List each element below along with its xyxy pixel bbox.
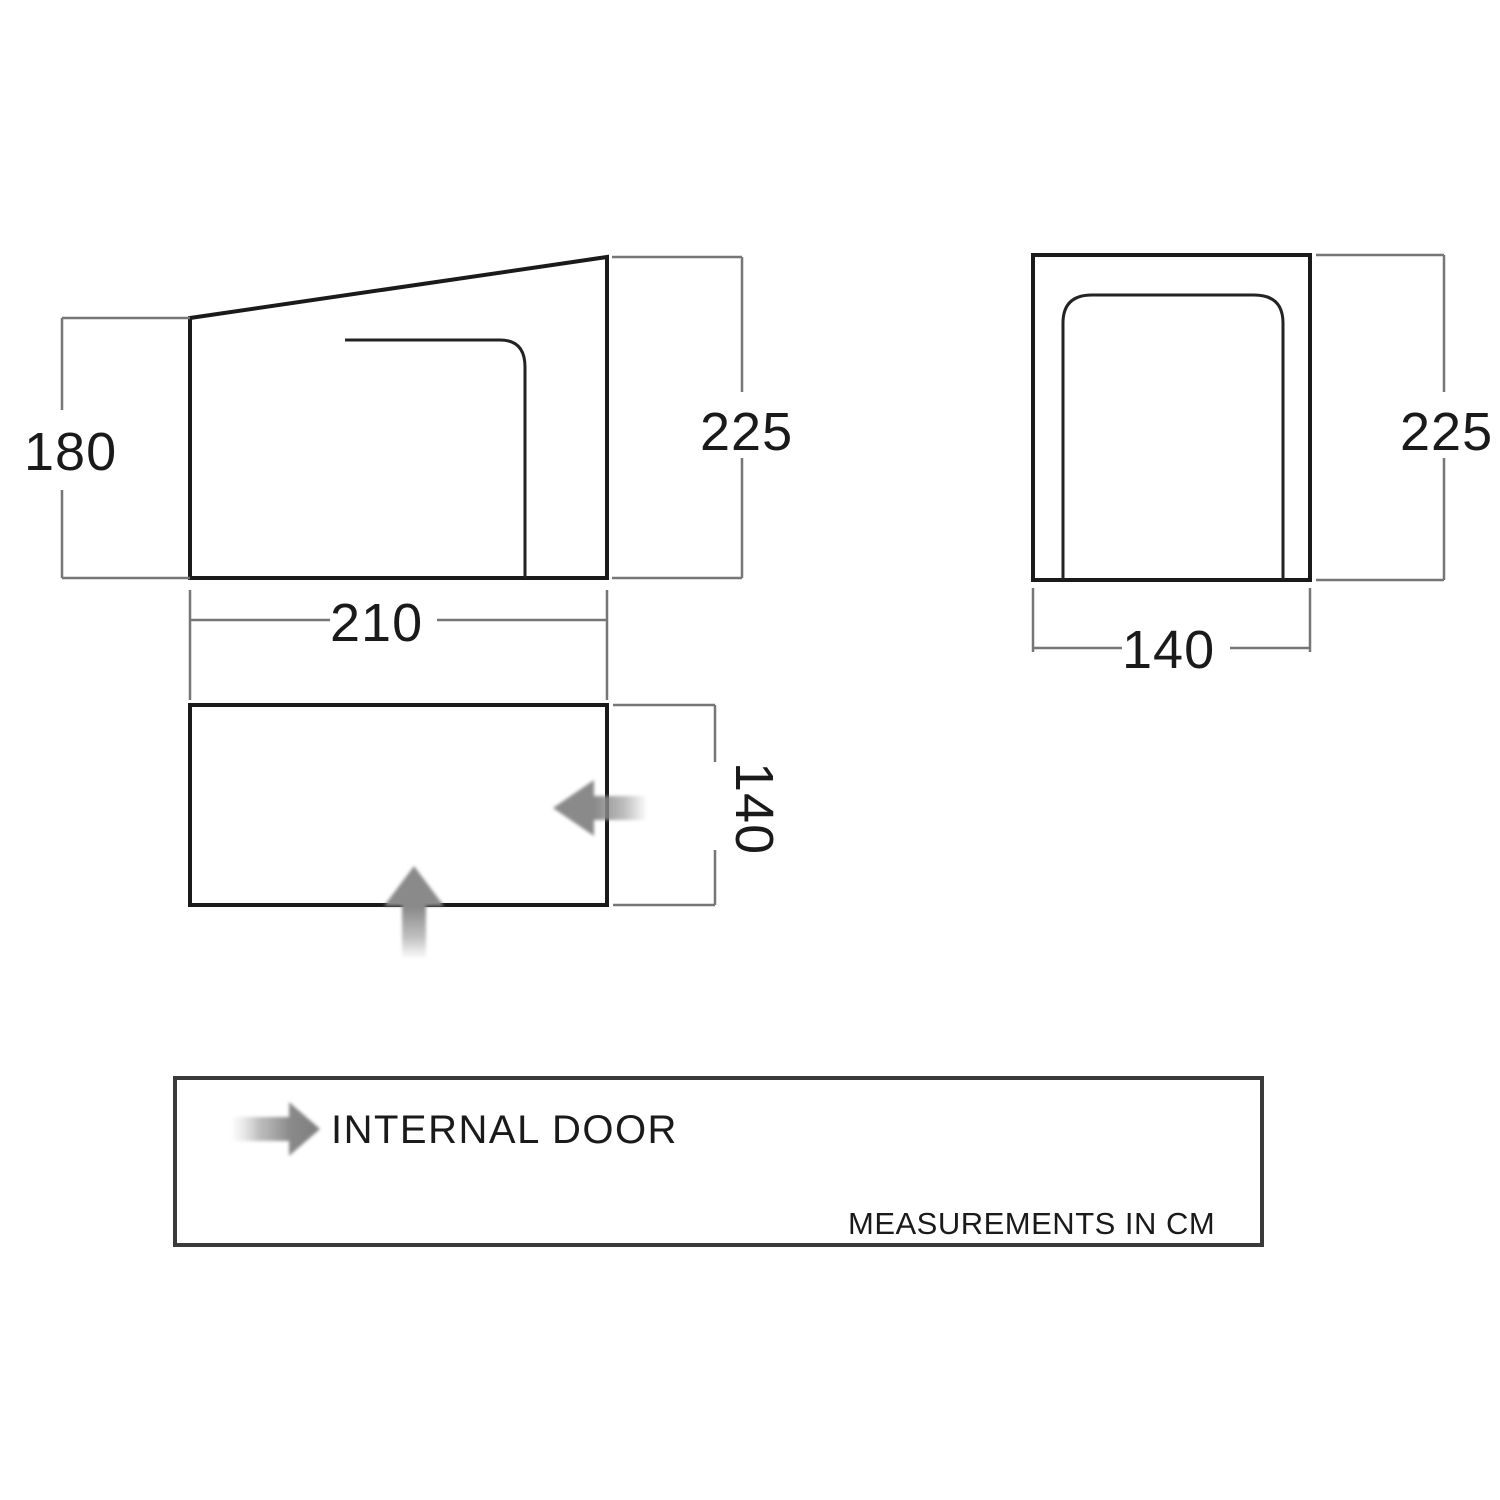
dimension-180-side-height: 180 <box>24 316 190 580</box>
front-view-door-opening <box>1061 293 1285 580</box>
front-elevation-view: 225 140 <box>1031 253 1493 680</box>
front-view-outline <box>1031 253 1312 582</box>
dimension-225-front-height: 225 <box>1316 253 1493 582</box>
arrow-right-icon <box>233 1102 320 1156</box>
plan-view-outline <box>188 703 609 907</box>
dimension-label-210-side: 210 <box>330 593 423 653</box>
plan-top-view: 140 <box>188 703 784 958</box>
legend-box-border <box>173 1076 1264 1247</box>
front-door-arrow <box>384 866 444 958</box>
side-door-arrow <box>553 780 646 836</box>
dimension-140-front-width: 140 <box>1031 588 1312 680</box>
side-view-outline <box>188 254 609 580</box>
dimension-label-140-front: 140 <box>1122 620 1215 680</box>
legend-measurements-note: MEASUREMENTS IN CM <box>848 1206 1215 1241</box>
dimension-label-225-side: 225 <box>700 402 793 462</box>
dimension-label-140-plan: 140 <box>724 762 784 855</box>
dimension-225-side-height: 225 <box>612 255 793 580</box>
legend-internal-door-label: INTERNAL DOOR <box>331 1108 678 1152</box>
dimension-label-225-front: 225 <box>1400 402 1493 462</box>
dimension-label-180: 180 <box>24 422 117 482</box>
dimension-140-plan-depth: 140 <box>613 703 784 907</box>
side-view-door-opening <box>345 338 527 578</box>
dimension-210-length: 210 <box>188 590 609 700</box>
legend-panel: INTERNAL DOOR MEASUREMENTS IN CM <box>173 1076 1264 1247</box>
side-elevation-view: 180 225 210 <box>24 254 793 700</box>
